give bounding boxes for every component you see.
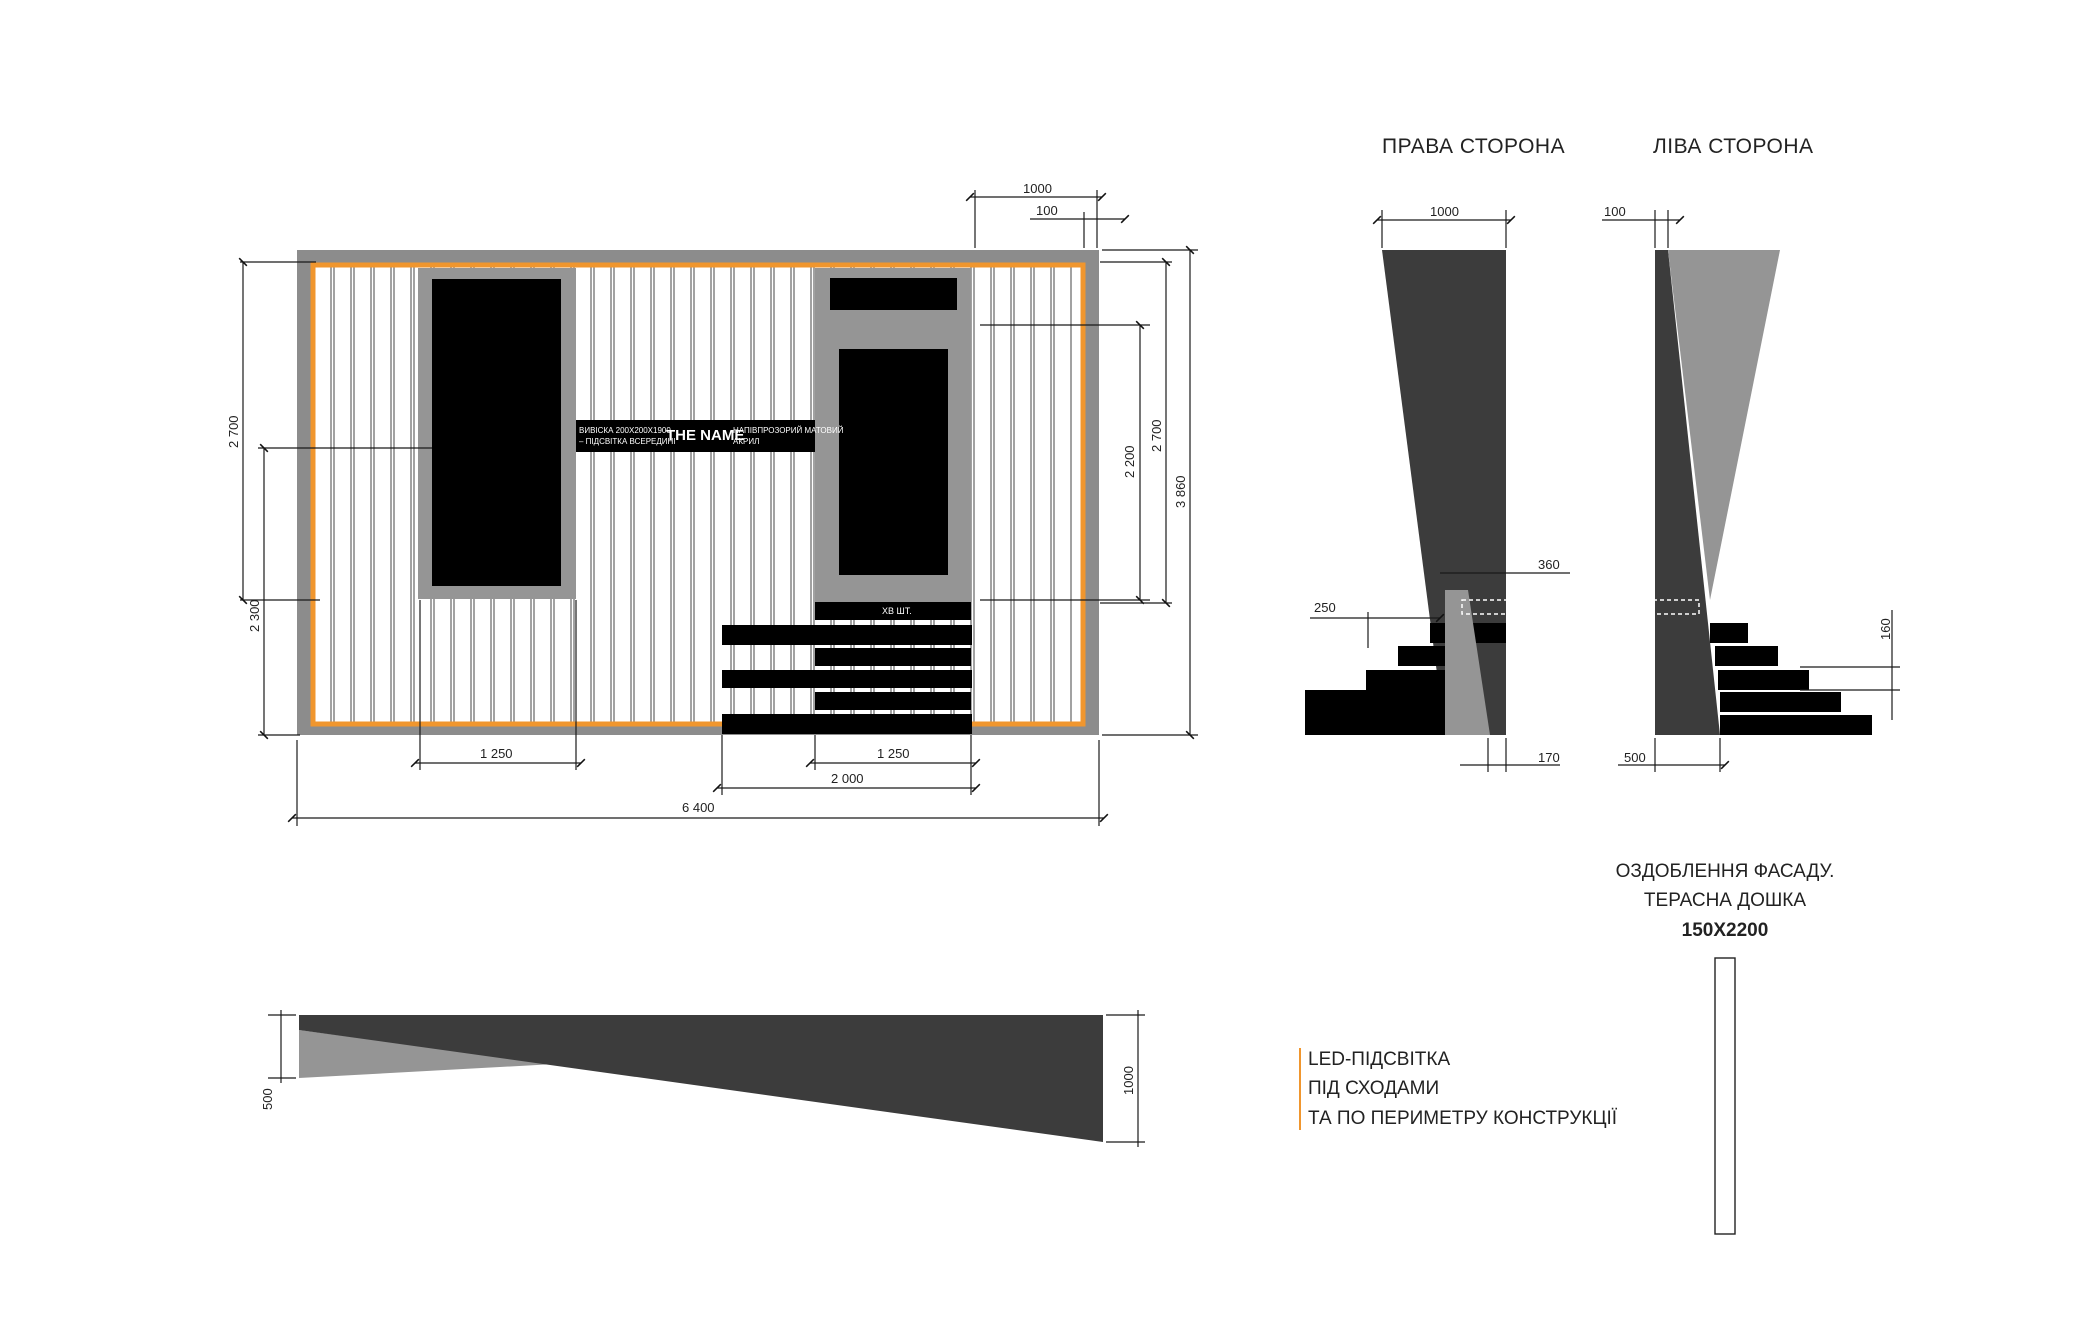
- dim-1250-left: 1 250: [480, 746, 513, 761]
- door-glass: [839, 349, 948, 575]
- left-dim-100: 100: [1604, 204, 1626, 219]
- dim-1250-right: 1 250: [877, 746, 910, 761]
- terrace-plank: [313, 264, 332, 726]
- led-perimeter-strip: [310, 262, 1086, 727]
- right-step-5: [1306, 715, 1446, 735]
- plan-dim-1000: 1000: [1121, 1066, 1136, 1095]
- step-2b: [815, 692, 971, 710]
- dim-3860: 3 860: [1173, 475, 1188, 508]
- terrace-plank: [753, 264, 772, 726]
- left-dim-500: 500: [1624, 750, 1646, 765]
- name-text: THE NAME: [666, 427, 744, 444]
- left-side-view: ЛІВА СТОРОНА 100 160 500: [1602, 135, 1900, 772]
- left-step-2: [1715, 646, 1778, 666]
- acrylic-text: НАПІВПРОЗОРИЙ МАТОВИЙ: [733, 426, 844, 435]
- sign-text-2: – ПІДСВІТКА ВСЕРЕДИНІ: [579, 437, 676, 446]
- terrace-plank: [653, 264, 672, 726]
- terrace-plank: [733, 264, 752, 726]
- terrace-plank: [973, 264, 992, 726]
- left-window-glass: [432, 279, 561, 586]
- side-dim-360: 360: [1538, 557, 1560, 572]
- right-side-light-wedge: [1445, 590, 1490, 735]
- dim-1000-top: 1000: [1023, 181, 1052, 196]
- terrace-plank: [713, 264, 732, 726]
- left-side-light-wedge: [1668, 250, 1780, 600]
- dim-6400: 6 400: [682, 800, 715, 815]
- terrace-plank: [773, 264, 792, 726]
- terrace-plank: [1053, 264, 1072, 726]
- dim-2700-right: 2 700: [1149, 419, 1164, 452]
- left-side-title: ЛІВА СТОРОНА: [1653, 135, 1814, 158]
- right-step-4: [1337, 692, 1447, 712]
- step-2: [722, 670, 972, 688]
- plan-dim-500: 500: [260, 1088, 275, 1110]
- plan-dark-wedge: [299, 1015, 1103, 1142]
- step-1b: [815, 648, 971, 666]
- sign-text: ВИВІСКА 200Х200Х1900: [579, 426, 671, 435]
- left-step-5: [1720, 715, 1872, 735]
- right-side-view: ПРАВА СТОРОНА 1000 360 250 170: [1305, 135, 1570, 772]
- front-elevation: ВИВІСКА 200Х200Х1900 – ПІДСВІТКА ВСЕРЕДИ…: [297, 250, 1099, 735]
- dim-100-top: 100: [1036, 203, 1058, 218]
- side-dim-250: 250: [1314, 600, 1336, 615]
- right-led-box: [1461, 599, 1509, 615]
- plan-view: 500 1000: [260, 1010, 1145, 1147]
- terrace-plank: [593, 264, 612, 726]
- steps-label: ХВ ШТ.: [882, 606, 912, 616]
- led-note-line3: ТА ПО ПЕРИМЕТРУ КОНСТРУКЦІЇ: [1308, 1108, 1618, 1129]
- sign-band: [576, 420, 815, 452]
- terrace-plank: [613, 264, 632, 726]
- left-step-1: [1710, 623, 1748, 643]
- led-note-line1: LED-ПІДСВІТКА: [1308, 1049, 1450, 1070]
- left-led-box: [1652, 599, 1700, 615]
- terrace-plank: [353, 264, 372, 726]
- terrace-plank: [1013, 264, 1032, 726]
- step-1: [722, 625, 972, 645]
- right-step-3: [1366, 670, 1446, 690]
- acrylic-text-2: АКРИЛ: [733, 437, 759, 446]
- terrace-plank: [693, 264, 712, 726]
- side-dim-170: 170: [1538, 750, 1560, 765]
- dim-2200: 2 200: [1122, 445, 1137, 478]
- led-note: LED-ПІДСВІТКА ПІД СХОДАМИ ТА ПО ПЕРИМЕТР…: [1299, 1048, 1618, 1130]
- side-dim-1000: 1000: [1430, 204, 1459, 219]
- left-step-4: [1720, 692, 1841, 712]
- dim-2300: 2 300: [247, 599, 262, 632]
- left-dim-160: 160: [1878, 618, 1893, 640]
- step-top-band: [815, 602, 971, 620]
- terrace-plank: [333, 264, 352, 726]
- left-step-3: [1718, 670, 1809, 690]
- terrace-plank: [993, 264, 1012, 726]
- facade-line2: ТЕРАСНА ДОШКА: [1644, 890, 1806, 911]
- terrace-board-sample: [1714, 957, 1736, 1235]
- led-note-line2: ПІД СХОДАМИ: [1308, 1078, 1439, 1099]
- terrace-plank: [673, 264, 692, 726]
- terrace-plank: [393, 264, 412, 726]
- terrace-plank: [1033, 264, 1052, 726]
- door-top-panel: [830, 278, 957, 310]
- terrace-plank: [373, 264, 392, 726]
- facade-note: ОЗДОБЛЕННЯ ФАСАДУ. ТЕРАСНА ДОШКА 150Х220…: [1616, 861, 1835, 1235]
- terrace-plank: [633, 264, 652, 726]
- dim-2700-left: 2 700: [226, 415, 241, 448]
- right-step-2: [1398, 646, 1448, 666]
- step-3: [722, 714, 972, 734]
- facade-line1: ОЗДОБЛЕННЯ ФАСАДУ.: [1616, 861, 1835, 882]
- front-dimensions: 1000 100 2 700 2 300 2 200 2 700 3 860: [226, 181, 1198, 826]
- terrace-plank: [793, 264, 812, 726]
- right-side-title: ПРАВА СТОРОНА: [1382, 135, 1565, 158]
- facade-line3: 150Х2200: [1682, 920, 1769, 941]
- plan-light-wedge: [299, 1030, 555, 1078]
- dim-2000: 2 000: [831, 771, 864, 786]
